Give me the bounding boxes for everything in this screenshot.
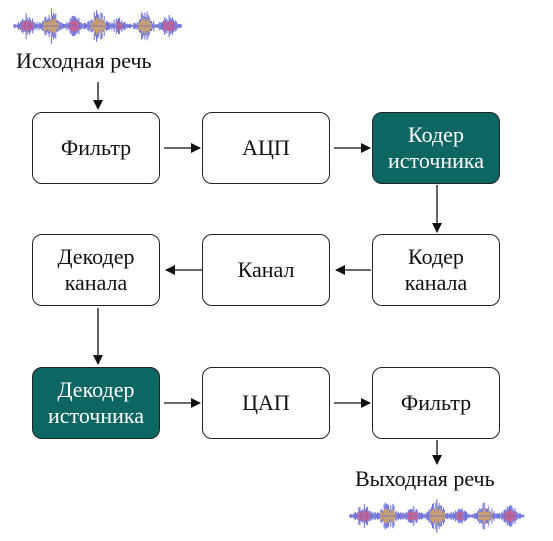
channel-block: Канал bbox=[202, 234, 330, 306]
input-waveform-icon bbox=[13, 8, 182, 44]
source-decoder-block: Декодер источника bbox=[32, 367, 160, 439]
adc-block: АЦП bbox=[202, 112, 330, 184]
output-waveform-icon bbox=[349, 499, 525, 533]
channel-coder-block: Кодер канала bbox=[372, 234, 500, 306]
input-filter-block: Фильтр bbox=[32, 112, 160, 184]
dac-block: ЦАП bbox=[202, 367, 330, 439]
channel-decoder-block: Декодер канала bbox=[32, 234, 160, 306]
output-filter-block: Фильтр bbox=[372, 367, 500, 439]
output-speech-label: Выходная речь bbox=[355, 466, 495, 491]
input-speech-label: Исходная речь bbox=[16, 48, 152, 73]
source-coder-block: Кодер источника bbox=[372, 112, 500, 184]
